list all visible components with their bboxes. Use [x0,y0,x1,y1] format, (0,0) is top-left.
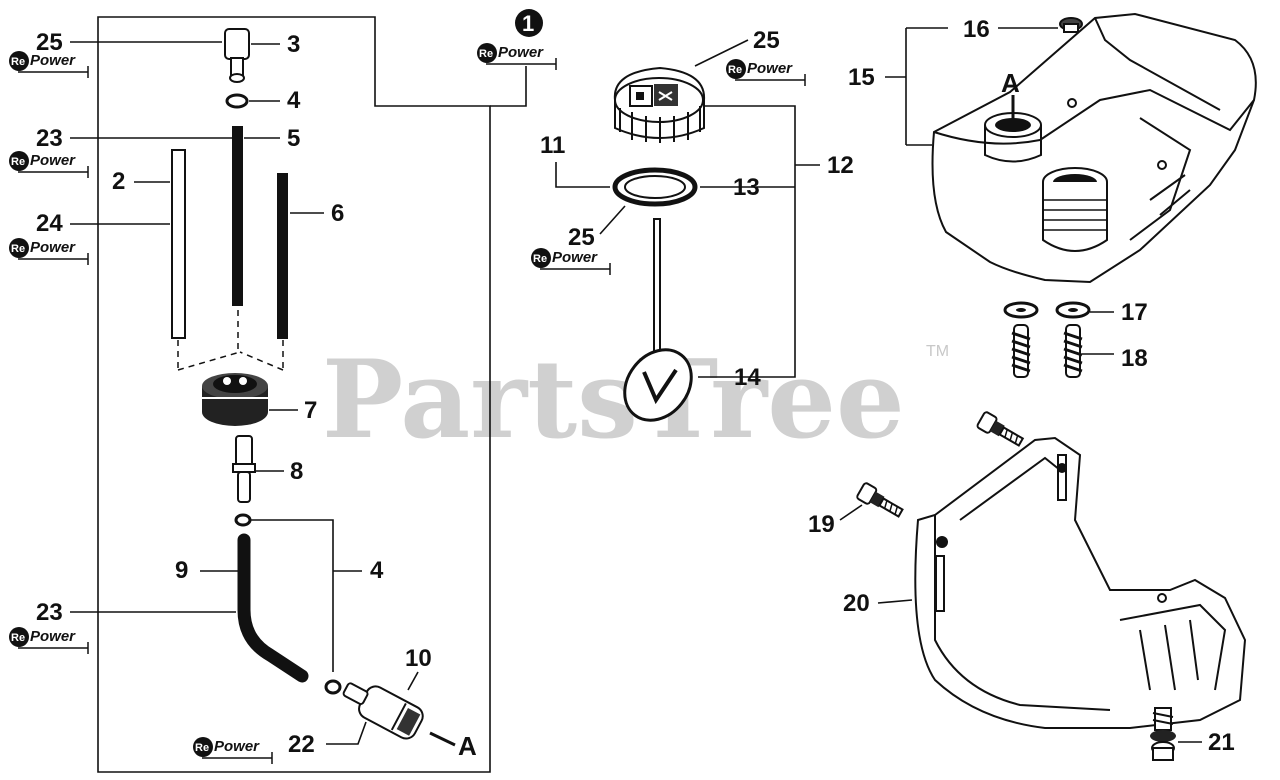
callout-23a: 23 [36,125,63,152]
callout-23b: 23 [36,599,63,626]
svg-text:Power: Power [30,152,76,169]
repower-badge-8: Re Power [531,248,611,275]
callout-5: 5 [287,125,300,152]
callout-19: 19 [808,511,835,538]
svg-text:Re: Re [11,243,25,255]
callout-13: 13 [733,174,760,201]
callout-3: 3 [287,31,300,58]
part-7-grommet [202,373,268,426]
callout-1-label: 1 [522,11,534,36]
callout-15: 15 [848,64,875,91]
callout-12: 12 [827,152,854,179]
filter-outlet-arrow [429,731,456,747]
svg-text:Re: Re [728,64,742,76]
repower-badge-5: Re Power [193,737,273,764]
part-9-fuel-hose [237,533,309,683]
part-8-fitting [232,435,256,503]
part-14-retainer-tether [623,218,693,422]
part-6-fuel-line [277,173,288,339]
svg-text:Re: Re [533,253,547,265]
part-18-springs [1011,324,1083,378]
svg-text:Power: Power [214,738,260,755]
callout-17: 17 [1121,299,1148,326]
part-25-fuel-cap [613,66,706,143]
callout-1-leader [490,66,527,107]
callout-6: 6 [331,200,344,227]
callout-18: 18 [1121,345,1148,372]
watermark-brand: PartsTree [322,337,905,463]
svg-text:Re: Re [195,742,209,754]
part-3-elbow-fitting [224,28,250,83]
repower-badge-7: Re Power [726,59,806,86]
callout-11: 11 [540,132,565,159]
svg-text:Re: Re [479,48,493,60]
callout-24: 24 [36,210,63,237]
callout-10: 10 [405,645,432,672]
part-21-screw [1150,707,1176,761]
part-4-o-ring-lower [234,513,252,527]
repower-badge-3: Re Power [9,238,89,265]
filter-outlet-letter: A [458,731,477,761]
svg-text:Power: Power [30,628,76,645]
callout-14: 14 [734,364,761,391]
callout-4a: 4 [287,87,301,114]
callout-7: 7 [304,397,317,424]
callout-21: 21 [1208,729,1235,756]
callout-1-badge: 1 [515,9,543,37]
callout-4b: 4 [370,557,384,584]
part-10-fuel-filter [342,682,424,740]
svg-text:Power: Power [498,44,544,61]
callout-2: 2 [112,168,125,195]
svg-text:Re: Re [11,156,25,168]
part-13-gasket [612,167,698,207]
callout-20: 20 [843,590,870,617]
callout-8: 8 [290,458,303,485]
callout-9: 9 [175,557,188,584]
part-16-plug [1059,17,1083,33]
repower-badge-4: Re Power [9,627,89,654]
middle-callouts: 25 11 12 13 25 14 [540,27,854,391]
repower-badge-2: Re Power [9,151,89,178]
part-4-o-ring [225,93,249,109]
repower-badge-6: Re Power [477,43,557,70]
watermark-trademark: TM [926,343,949,360]
part-17-washers [1003,301,1091,319]
watermark: PartsTree TM [322,337,949,463]
part-15-fuel-tank [931,12,1257,284]
svg-text:Power: Power [30,239,76,256]
left-callouts: 25 3 4 23 5 2 6 24 7 8 9 4 23 10 22 [36,29,432,758]
callout-25a: 25 [36,29,63,56]
part-20-tank-guard [914,436,1247,729]
callout-22: 22 [288,731,315,758]
callout-25b: 25 [753,27,780,54]
svg-text:Power: Power [552,249,598,266]
right-tank-callouts: 16 15 17 18 [848,16,1148,372]
part-5-fuel-line [232,126,243,306]
repower-badge-1: Re Power [9,51,89,78]
callout-25c: 25 [568,224,595,251]
svg-text:Power: Power [30,52,76,69]
assembly-guides [177,310,284,371]
svg-text:Re: Re [11,632,25,644]
callout-16: 16 [963,16,990,43]
svg-text:Re: Re [11,56,25,68]
part-22-o-ring [324,679,342,695]
tank-port-letter: A [1001,68,1020,98]
right-guard-callouts: 19 20 21 [808,504,1235,756]
svg-text:Power: Power [747,60,793,77]
part-2-vent-tube [171,149,186,339]
part-19-screws [856,411,1025,518]
